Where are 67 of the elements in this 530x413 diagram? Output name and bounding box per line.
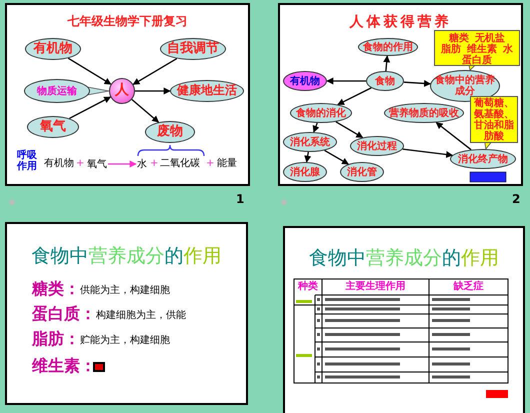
ellipse-node: 有机物: [25, 38, 81, 60]
ellipse-node: 食物: [366, 71, 404, 91]
ellipse-node: 健康地生活: [170, 80, 244, 102]
slide-number: 1: [236, 193, 244, 206]
arrow: [131, 98, 160, 123]
arrow: [404, 80, 432, 87]
ellipse-node: 消化腺: [283, 162, 327, 182]
circle-node: 人: [109, 78, 135, 104]
ellipse-node: 废物: [145, 121, 195, 143]
slide-title: 食物中营养成分的作用: [308, 248, 500, 269]
nutrient-name: 糖类：: [32, 280, 80, 298]
arrow: [336, 121, 364, 138]
callout-text: 无机盐: [475, 33, 505, 44]
equation-term: 能量: [217, 158, 237, 169]
ellipse-node: 消化终产物: [450, 149, 516, 169]
table-header: 种类: [296, 281, 319, 292]
nutrient-function: 构建细胞为主，供能: [96, 310, 186, 321]
ellipse-node: 物质运输: [24, 79, 90, 103]
slide-title: 食物中营养成分的作用: [30, 246, 222, 267]
callout-box: 葡萄糖、氨基酸、甘油和脂肪酸: [470, 96, 518, 143]
equation-term: 氧气: [86, 158, 108, 170]
ellipse-node: 消化系统: [283, 132, 337, 152]
ellipse-node: 营养物质的吸收: [384, 103, 464, 123]
nutrient-name: 蛋白质：: [32, 305, 96, 323]
equation-label: 呼吸作用: [16, 150, 38, 172]
table-header: 缺乏症: [452, 281, 484, 292]
ellipse-node: 有机物: [283, 71, 327, 91]
slide-title: 人体获得营养: [348, 15, 452, 30]
plus-sign: +: [76, 158, 84, 169]
arrow: [383, 55, 390, 72]
ellipse-node: 食物的消化: [290, 103, 352, 123]
callout-text: 糖类: [449, 33, 469, 44]
nutrient-function: 供能为主，构建细胞: [80, 285, 170, 296]
ellipse-node: 消化管: [340, 162, 384, 182]
ellipse-node: 氧气: [27, 116, 79, 138]
callout-text: 蛋白质: [462, 55, 492, 66]
plus-sign: +: [206, 158, 214, 169]
arrow: [337, 87, 372, 106]
nutrient-name: 脂肪：: [32, 330, 80, 348]
callout-text: 脂肪: [441, 44, 461, 55]
arrow: [69, 96, 112, 120]
callout-box: [434, 30, 520, 66]
arrow: [436, 122, 472, 150]
ellipse-node: 食物的作用: [358, 38, 418, 56]
equation-term: 有机物: [44, 158, 74, 169]
callout-text: 维生素: [467, 44, 497, 55]
slide-number: 2: [512, 193, 520, 206]
equation-term: 水: [136, 158, 148, 170]
arrow: [132, 58, 178, 85]
ellipse-node: 消化过程: [350, 136, 404, 156]
nutrient-name: 维生素：: [32, 357, 96, 375]
callout-text: 水: [503, 44, 513, 55]
arrow: [304, 152, 312, 163]
arrow: [326, 78, 366, 84]
nutrient-function: 贮能为主，构建细胞: [80, 335, 170, 346]
table-header: 主要生理作用: [344, 281, 406, 292]
ellipse-node: 自我调节: [160, 38, 226, 60]
arrow: [108, 160, 137, 168]
arrow: [312, 122, 320, 133]
slide-title: 七年级生物学下册复习: [66, 15, 188, 28]
callout-tail: [86, 86, 110, 96]
arrow: [135, 88, 171, 94]
arrow: [324, 150, 349, 165]
plus-sign: +: [150, 158, 158, 169]
equation-term: 二氧化碳: [160, 158, 200, 169]
arrow: [402, 148, 454, 158]
arrow: [68, 58, 112, 85]
